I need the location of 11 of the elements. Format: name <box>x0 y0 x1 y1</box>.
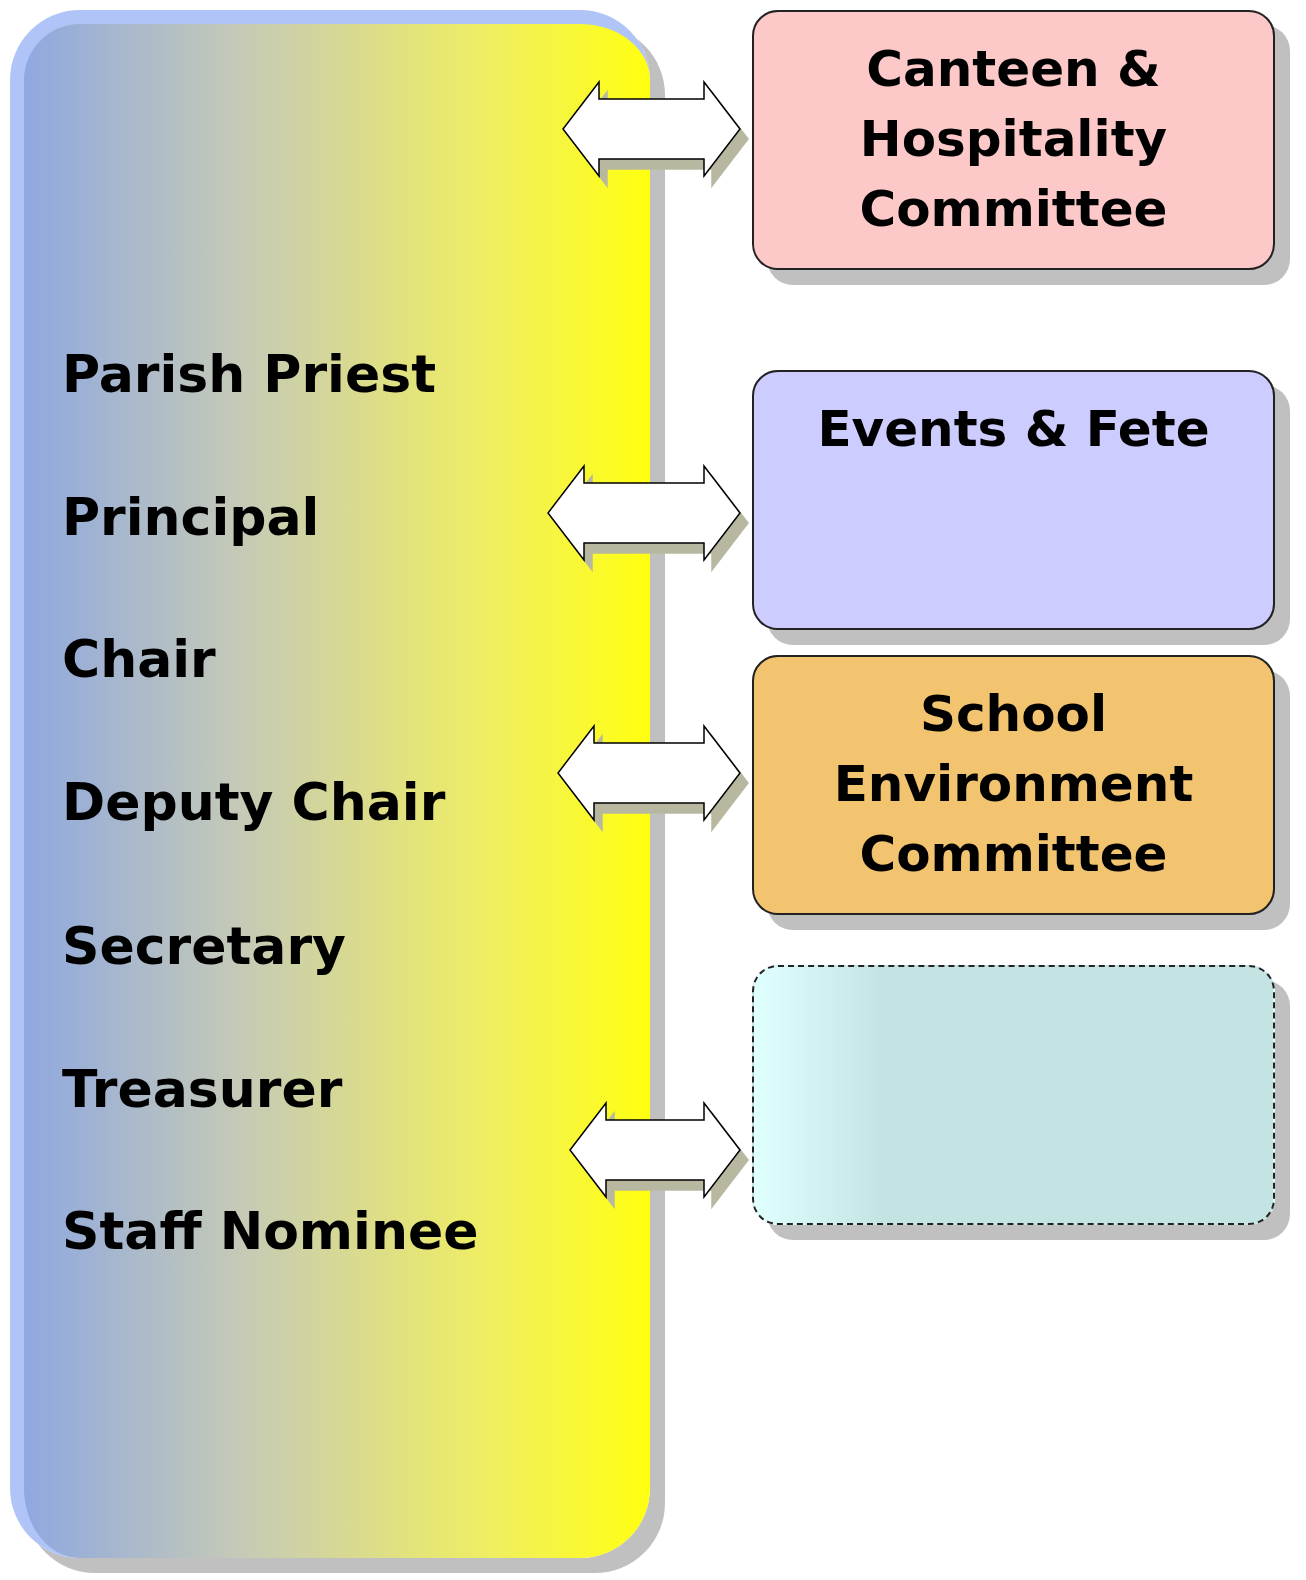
committee-name: School Environment Committee <box>832 684 1195 885</box>
double-arrow <box>557 723 741 823</box>
double-arrow <box>547 463 741 563</box>
committee-name: Canteen & Hospitality Committee <box>858 39 1169 240</box>
double-arrow <box>569 1100 741 1200</box>
member-role: Treasurer <box>62 1063 343 1115</box>
member-role: Chair <box>62 633 216 685</box>
double-arrow <box>562 79 741 179</box>
member-role: Parish Priest <box>62 348 436 400</box>
committee-name: Events & Fete <box>817 399 1210 460</box>
member-role: Staff Nominee <box>62 1205 479 1257</box>
